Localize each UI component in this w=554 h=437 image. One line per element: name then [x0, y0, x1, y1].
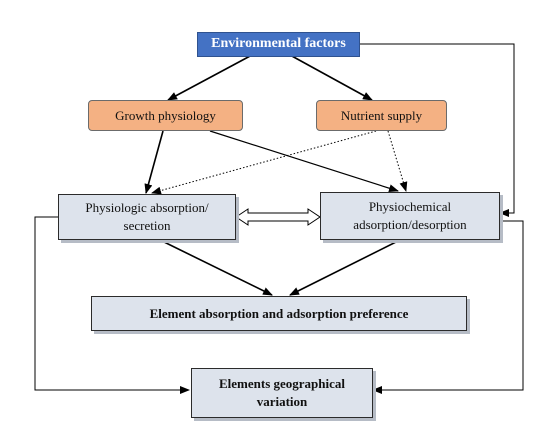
node-physiochemical-adsorption-line1: Physiochemical — [368, 199, 452, 215]
node-physiochemical-adsorption-line2: adsorption/desorption — [353, 217, 467, 232]
arrow-physiochemical-to-preference — [289, 239, 401, 296]
node-physiologic-absorption-line1: Physiologic absorption/ — [85, 200, 209, 216]
arrow-nutrient-to-physiochemical — [387, 130, 408, 192]
arrow-env-to-nutrient — [289, 54, 373, 101]
node-physiochemical-adsorption: Physiochemical adsorption/desorption — [320, 192, 500, 240]
double-arrow-exchange — [235, 208, 321, 226]
node-physiologic-absorption-line2: secretion — [123, 218, 171, 233]
node-geographical-variation-line1: Elements geographical — [218, 376, 345, 392]
arrow-env-to-growth — [167, 54, 253, 101]
arrow-growth-to-physiologic — [144, 130, 164, 194]
arrow-growth-to-physiochemical — [209, 130, 399, 193]
arrow-env-to-physiochemical — [360, 43, 515, 217]
node-growth-physiology-label: Growth physiology — [115, 107, 216, 123]
arrow-physiologic-to-geographical — [34, 216, 190, 394]
node-growth-physiology: Growth physiology — [88, 100, 243, 131]
node-geographical-variation: Elements geographical variation — [191, 368, 373, 418]
arrow-physiologic-to-preference — [159, 239, 273, 296]
node-element-preference-label: Element absorption and adsorption prefer… — [149, 305, 409, 321]
node-nutrient-supply-label: Nutrient supply — [340, 107, 423, 123]
node-element-preference: Element absorption and adsorption prefer… — [91, 296, 467, 331]
node-geographical-variation-line2: variation — [256, 394, 308, 409]
arrow-nutrient-to-physiologic — [151, 130, 377, 195]
node-physiologic-absorption: Physiologic absorption/ secretion — [58, 194, 236, 240]
arrow-physiochemical-to-geographical — [372, 220, 524, 394]
node-nutrient-supply: Nutrient supply — [316, 100, 447, 131]
node-environmental-factors-label: Environmental factors — [211, 36, 346, 52]
node-environmental-factors: Environmental factors — [197, 32, 360, 57]
